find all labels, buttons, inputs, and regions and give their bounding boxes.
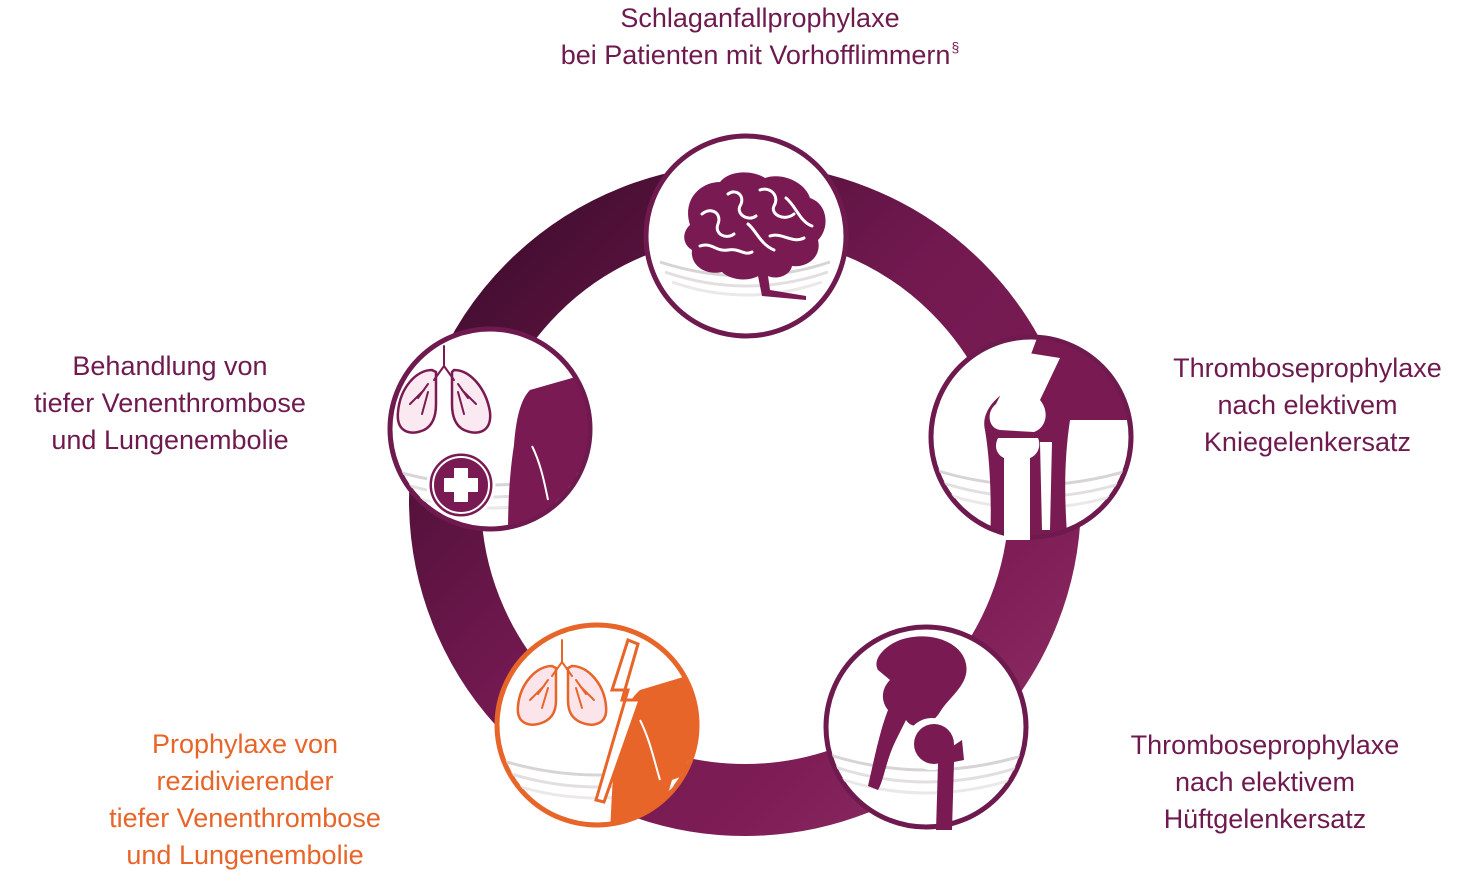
label-stroke-line1: Schlaganfallprophylaxe	[620, 3, 900, 33]
brain-icon	[684, 172, 826, 300]
label-stroke-line2: bei Patienten mit Vorhofflimmern§	[560, 39, 960, 70]
label-recur-line4: und Lungenembolie	[126, 840, 364, 870]
label-knee-line3: Kniegelenkersatz	[1203, 427, 1412, 457]
label-hip-replacement: Thromboseprophylaxe nach elektivem Hüftg…	[1085, 727, 1445, 838]
label-hip-line3: Hüftgelenkersatz	[1163, 804, 1367, 834]
lungs-leg-cross-icon	[396, 345, 549, 520]
label-knee-line2: nach elektivem	[1217, 390, 1398, 420]
label-hip-line2: nach elektivem	[1174, 767, 1356, 797]
node-dvt-treatment	[387, 326, 593, 532]
node-knee-replacement	[928, 334, 1134, 540]
label-recur-line2: rezidivierender	[156, 766, 334, 796]
footnote-mark: §	[951, 39, 960, 55]
label-recurrent-dvt-prevention: Prophylaxe von rezidivierender tiefer Ve…	[85, 726, 405, 874]
label-recur-line1: Prophylaxe von	[151, 729, 339, 759]
label-dvt-treatment: Behandlung von tiefer Venenthrombose und…	[0, 348, 340, 459]
label-dvt-line3: und Lungenembolie	[51, 425, 289, 455]
label-dvt-line2: tiefer Venenthrombose	[34, 388, 306, 418]
lungs-leg-lightning-icon	[516, 638, 661, 804]
hip-joint-icon	[868, 636, 967, 830]
label-knee-replacement: Thromboseprophylaxe nach elektivem Knieg…	[1150, 350, 1465, 461]
label-dvt-line1: Behandlung von	[72, 351, 268, 381]
node-hip-replacement	[823, 624, 1029, 830]
label-knee-line1: Thromboseprophylaxe	[1173, 353, 1442, 383]
label-recur-line3: tiefer Venenthrombose	[109, 803, 381, 833]
label-stroke-prevention: Schlaganfallprophylaxe bei Patienten mit…	[470, 0, 1050, 74]
node-recurrent-dvt-prevention	[494, 622, 700, 828]
label-hip-line1: Thromboseprophylaxe	[1130, 730, 1400, 760]
node-stroke-prevention	[643, 133, 849, 339]
knee-joint-icon	[989, 352, 1060, 540]
